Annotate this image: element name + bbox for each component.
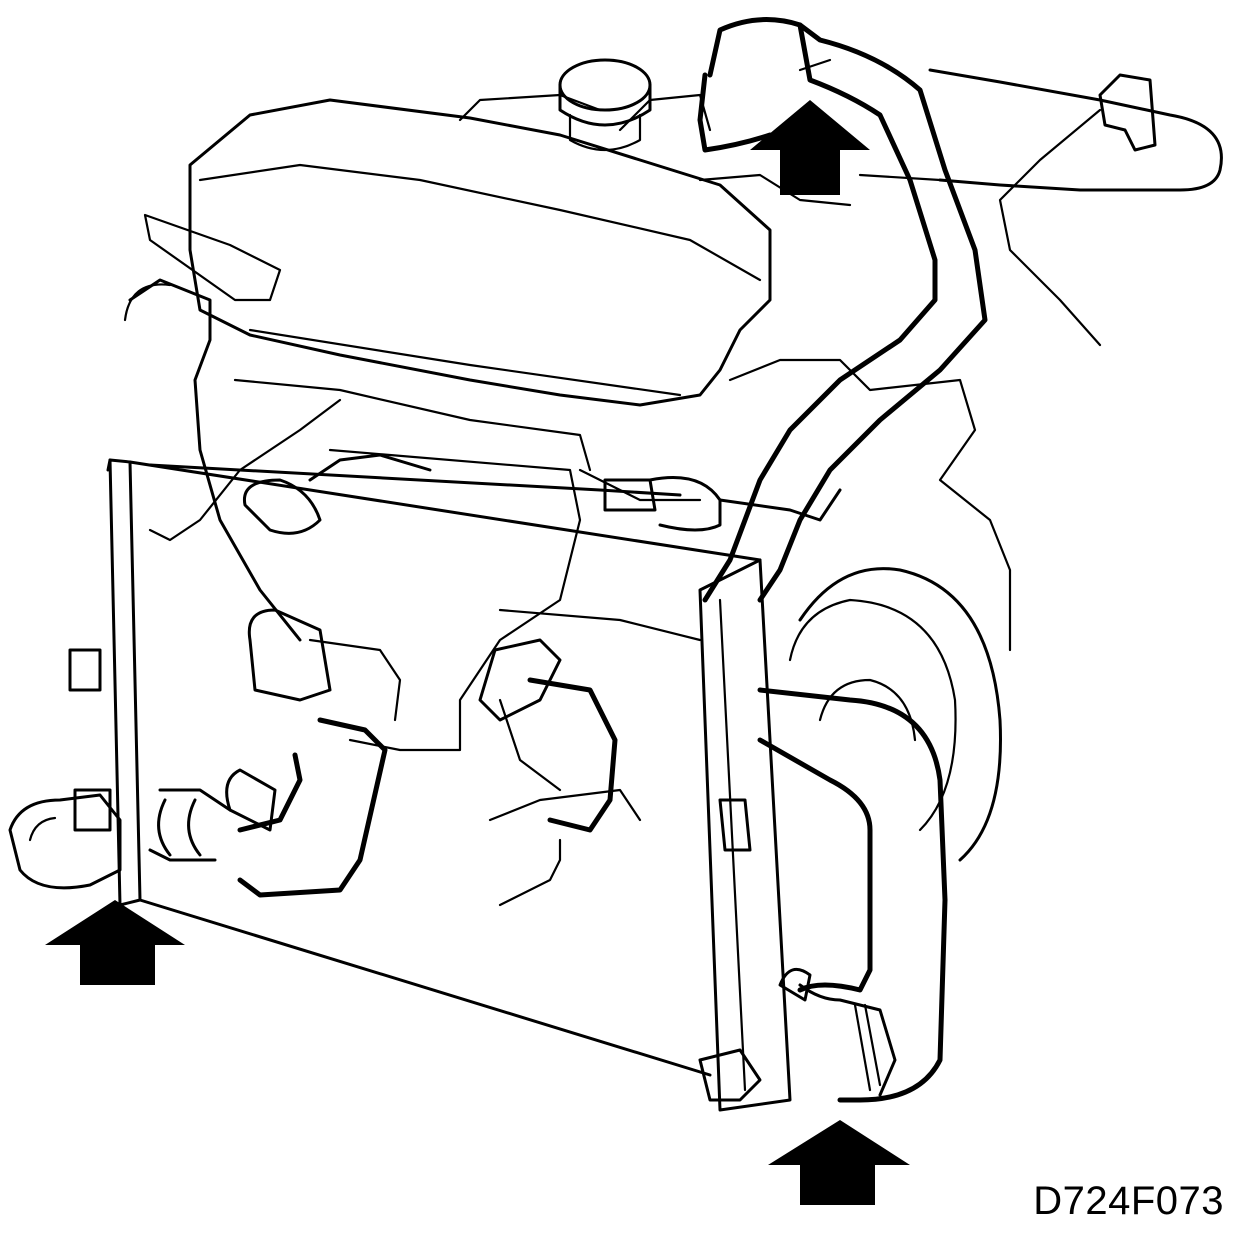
bypass-hoses [148,453,432,898]
arrow-bottom-left-icon [45,900,185,985]
lower-radiator-hose [757,687,948,1103]
cooler-line [148,398,842,542]
upper-radiator-hose [697,17,988,603]
radiator-core [68,458,792,1112]
figure-code-label: D724F073 [1033,1179,1224,1223]
radiator-inlet-elbow [8,788,122,890]
engine-block [123,278,1012,907]
alternator-pulley [788,567,1002,862]
engine-head-cover [143,93,772,407]
oil-filler-cap [558,58,652,151]
water-pump-hose [478,638,618,833]
arrow-bottom-right-icon [768,1120,910,1205]
arrow-top-icon [750,100,870,195]
